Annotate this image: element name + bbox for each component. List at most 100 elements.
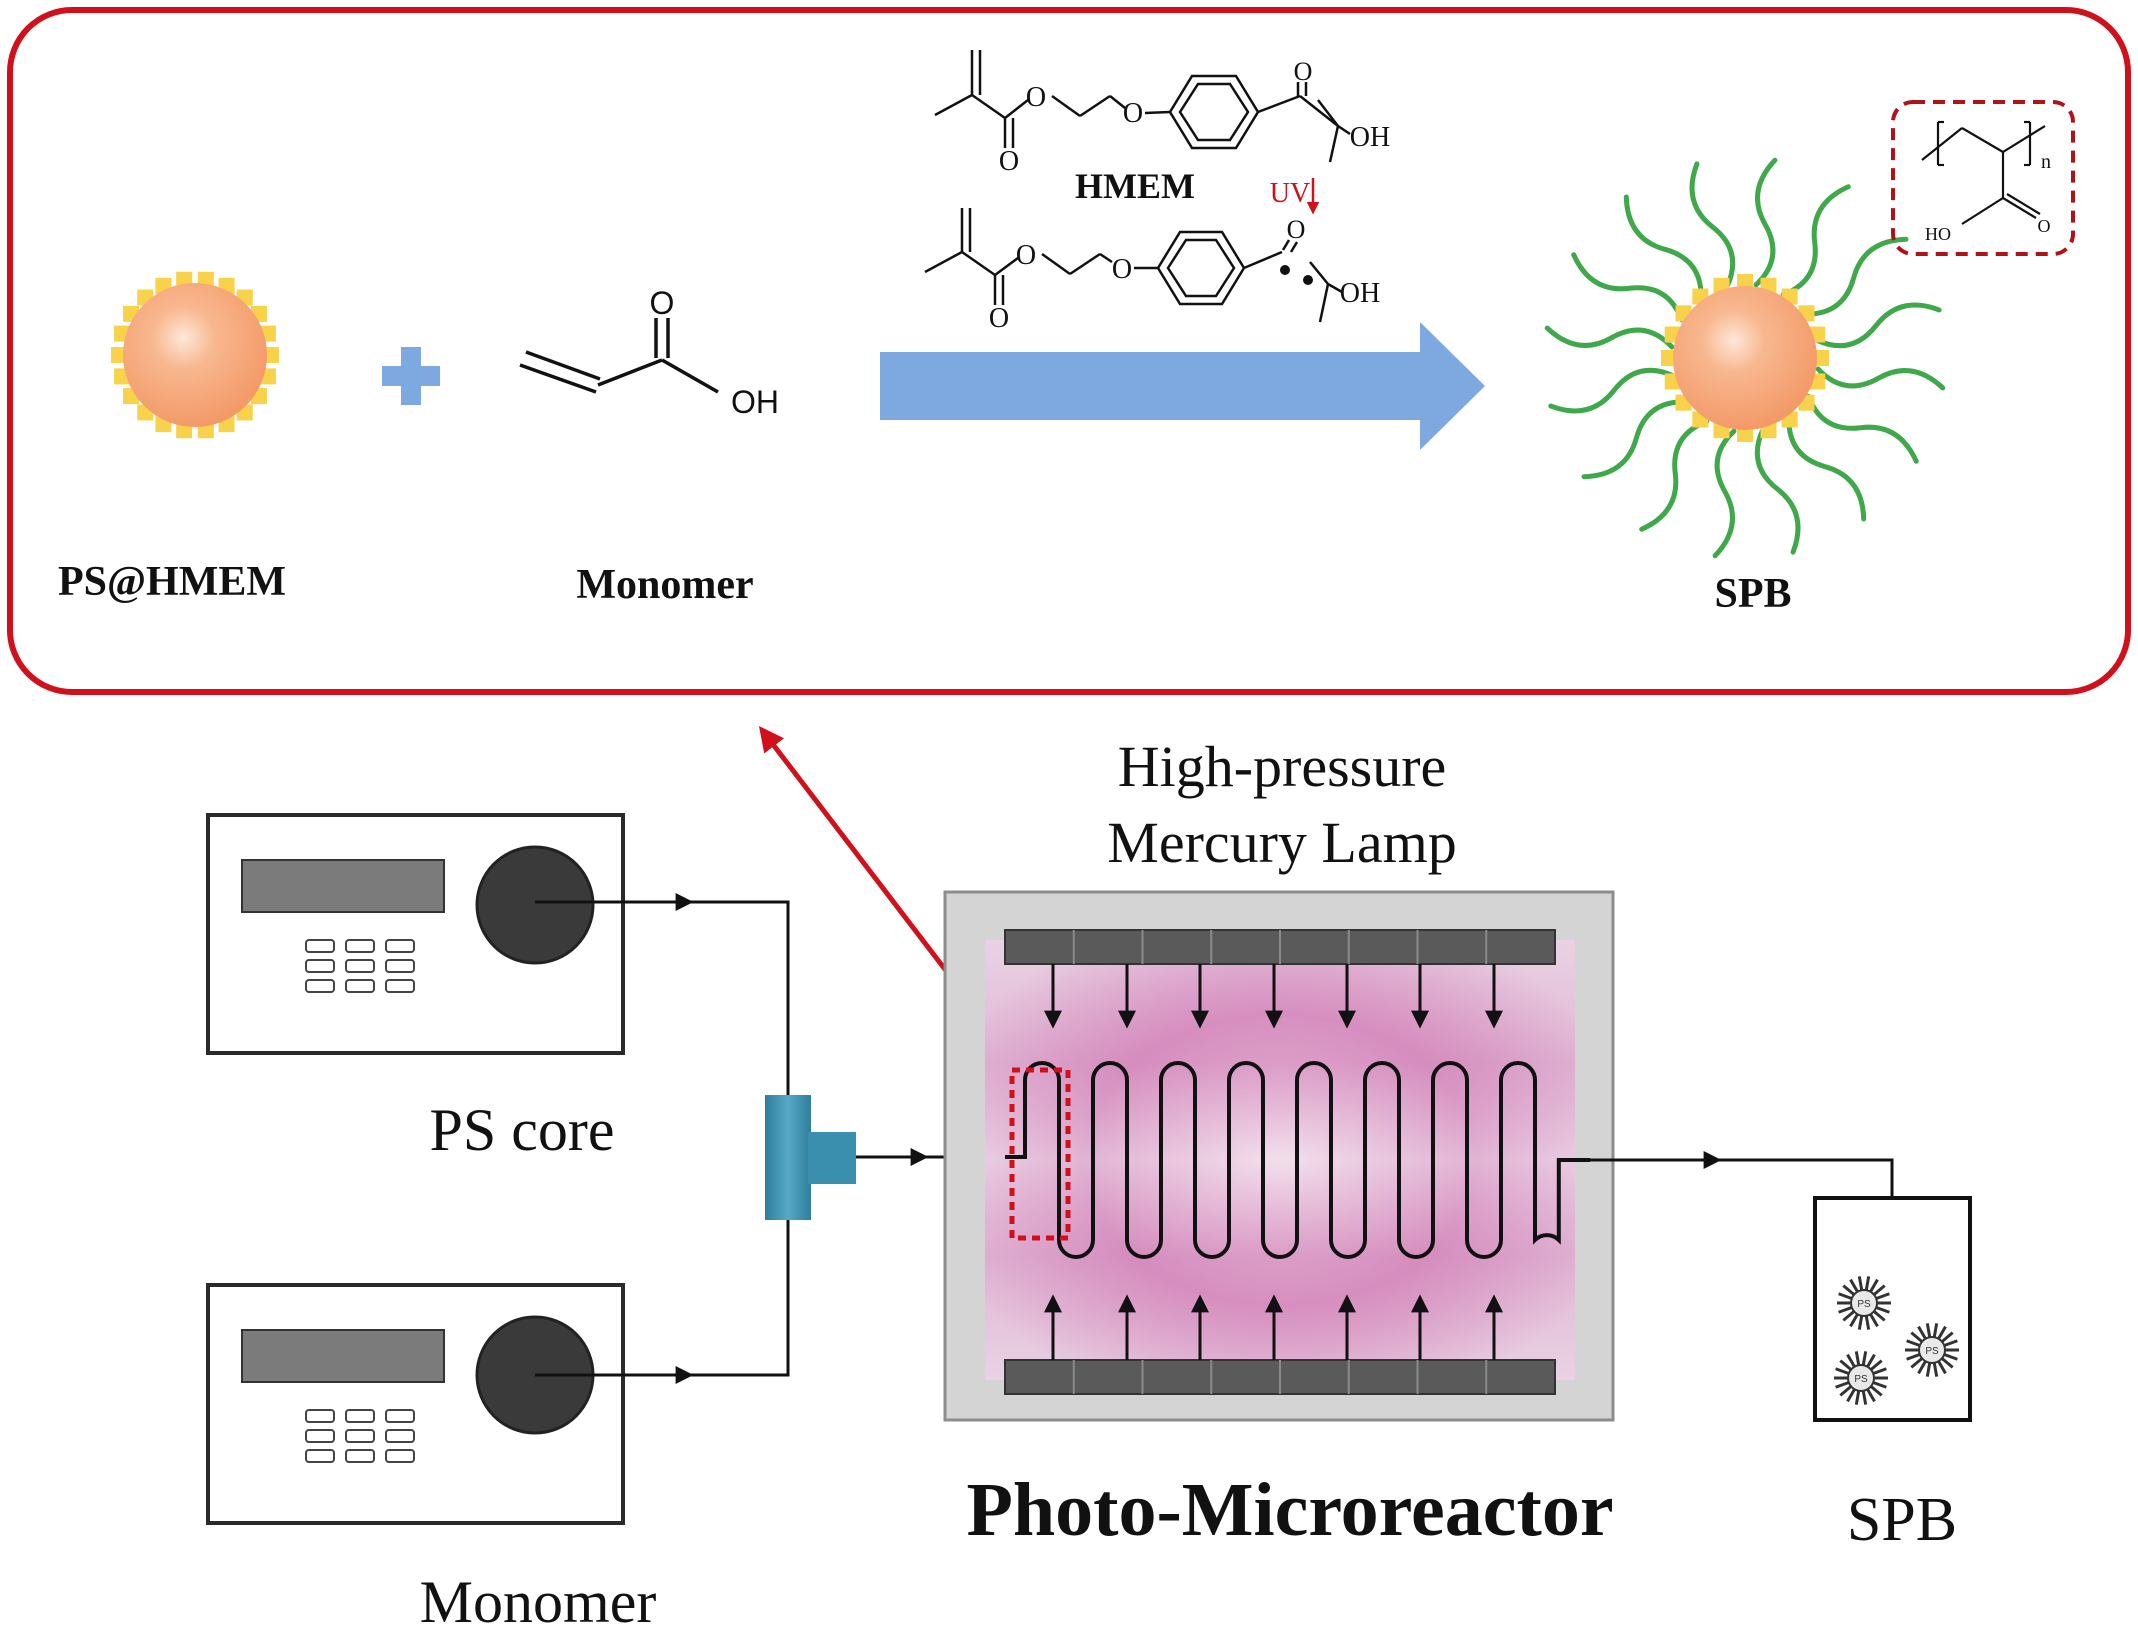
monomer-label: Monomer	[576, 562, 753, 608]
polymer-chain	[1689, 161, 1736, 289]
output-label: SPB	[1847, 1486, 1957, 1554]
hmem-ketone-o: O	[1294, 57, 1313, 86]
acrylic-acid-structure	[519, 318, 719, 394]
paa-ho: HO	[1925, 224, 1951, 244]
hmem-ester-o: O	[1026, 82, 1046, 113]
keypad-key	[345, 1449, 375, 1463]
polymer-brushes	[1544, 157, 1946, 559]
keypad-key	[345, 1429, 375, 1443]
vial-spb-particle: PS	[1834, 1351, 1888, 1405]
lamp-bar-top	[1004, 929, 1556, 965]
ps-core-sphere	[123, 283, 267, 427]
pump-keypad	[305, 1409, 415, 1463]
initiator-dot	[1737, 426, 1753, 442]
keypad-key	[345, 1409, 375, 1423]
reaction-arrow	[880, 322, 1485, 450]
hmem-label: HMEM	[1075, 166, 1195, 206]
polymer-chain	[1623, 194, 1704, 301]
reactor-label: Photo-Microreactor	[966, 1468, 1613, 1552]
lamp-label-line2: Mercury Lamp	[1107, 810, 1456, 875]
polymer-chain	[1639, 418, 1710, 532]
pump2-label: Monomer	[420, 1569, 657, 1635]
uv-label: UV	[1270, 178, 1310, 209]
hmem-oh: OH	[1350, 122, 1390, 153]
spb-core-sphere	[1673, 286, 1817, 430]
keypad-key	[345, 939, 375, 953]
cleaved-oh: OH	[1340, 278, 1380, 309]
polymer-chain	[1548, 367, 1676, 414]
cleaved-ester-carbonyl-o: O	[989, 303, 1009, 334]
keypad-key	[385, 959, 415, 973]
initiator-dot	[1661, 350, 1677, 366]
paa-carbonyl-o: O	[2038, 216, 2051, 236]
keypad-key	[385, 979, 415, 993]
polymer-chain	[1815, 366, 1946, 391]
vial-particle-label: PS	[1857, 1299, 1871, 1310]
hmem-ether-o: O	[1123, 98, 1143, 129]
keypad-key	[305, 959, 335, 973]
cleaved-ester-o: O	[1016, 240, 1036, 271]
keypad-key	[385, 1449, 415, 1463]
flow-setup: PS core Monomer	[206, 734, 1972, 1635]
keypad-key	[385, 1409, 415, 1423]
radical-dots	[1280, 265, 1313, 285]
polymer-chain	[1786, 415, 1867, 522]
zoom-region	[1009, 1067, 1071, 1241]
t-mixer-icon	[765, 1095, 856, 1220]
vial-spb-particle: PS	[1837, 1276, 1891, 1330]
spb-particle	[1544, 157, 1946, 559]
keypad-key	[305, 979, 335, 993]
polymer-chain	[1754, 427, 1801, 555]
initiator-dot	[111, 347, 127, 363]
plus-icon	[382, 347, 440, 405]
polymer-chain	[1581, 399, 1688, 480]
repeat-subscript-n: n	[2041, 151, 2051, 173]
spb-label: SPB	[1714, 571, 1791, 617]
polymer-chain	[1571, 252, 1685, 323]
keypad-key	[385, 939, 415, 953]
vial-spb-particle: PS	[1905, 1323, 1959, 1377]
keypad-key	[385, 1429, 415, 1443]
keypad-key	[305, 1429, 335, 1443]
cleaved-ether-o: O	[1112, 254, 1132, 285]
pump-knob	[475, 845, 595, 965]
pump1-label: PS core	[430, 1097, 615, 1163]
keypad-key	[305, 1409, 335, 1423]
ps-hmem-label: PS@HMEM	[58, 559, 286, 605]
polymer-chain	[1805, 393, 1919, 464]
hmem-ester-carbonyl-o: O	[999, 146, 1019, 177]
polymer-chain	[1544, 325, 1675, 350]
polymer-chain	[1780, 184, 1851, 298]
lamp-bar-bottom	[1004, 1359, 1556, 1395]
photo-microreactor	[943, 890, 1615, 1422]
lamp-label-line1: High-pressure	[1118, 734, 1447, 799]
pump-display	[241, 1329, 445, 1383]
keypad-key	[305, 939, 335, 953]
serpentine-channel	[1005, 1061, 1590, 1259]
monomer-carbonyl-o: O	[650, 285, 675, 321]
monomer-oh: OH	[731, 384, 779, 420]
reaction-panel: PS@HMEM O OH Monomer	[7, 7, 2131, 695]
pump-display	[241, 859, 445, 913]
ps-hmem-particle	[111, 271, 279, 439]
vial-spb-particles: PS PS PS	[1834, 1276, 1959, 1405]
hmem-structure	[934, 50, 1351, 163]
polymer-chain	[1802, 236, 1909, 317]
pump-keypad	[305, 939, 415, 993]
polymer-chain	[1814, 302, 1942, 349]
spb-initiator-dots	[1661, 274, 1829, 442]
vial-particle-label: PS	[1854, 1374, 1868, 1385]
paa-repeat-unit: n HO O	[1891, 100, 2075, 256]
hmem-cleaved-structure	[924, 208, 1343, 323]
reaction-panel-border	[7, 7, 2131, 695]
initiator-dot	[1737, 274, 1753, 290]
keypad-key	[345, 959, 375, 973]
collection-vial-icon: PS PS PS	[1813, 1196, 1972, 1422]
polymer-chain	[1753, 157, 1778, 288]
uv-ray-arrows	[1044, 964, 1503, 1360]
vial-particle-label: PS	[1925, 1346, 1939, 1357]
initiator-dot	[1813, 350, 1829, 366]
syringe-pump-icon	[206, 1283, 625, 1525]
